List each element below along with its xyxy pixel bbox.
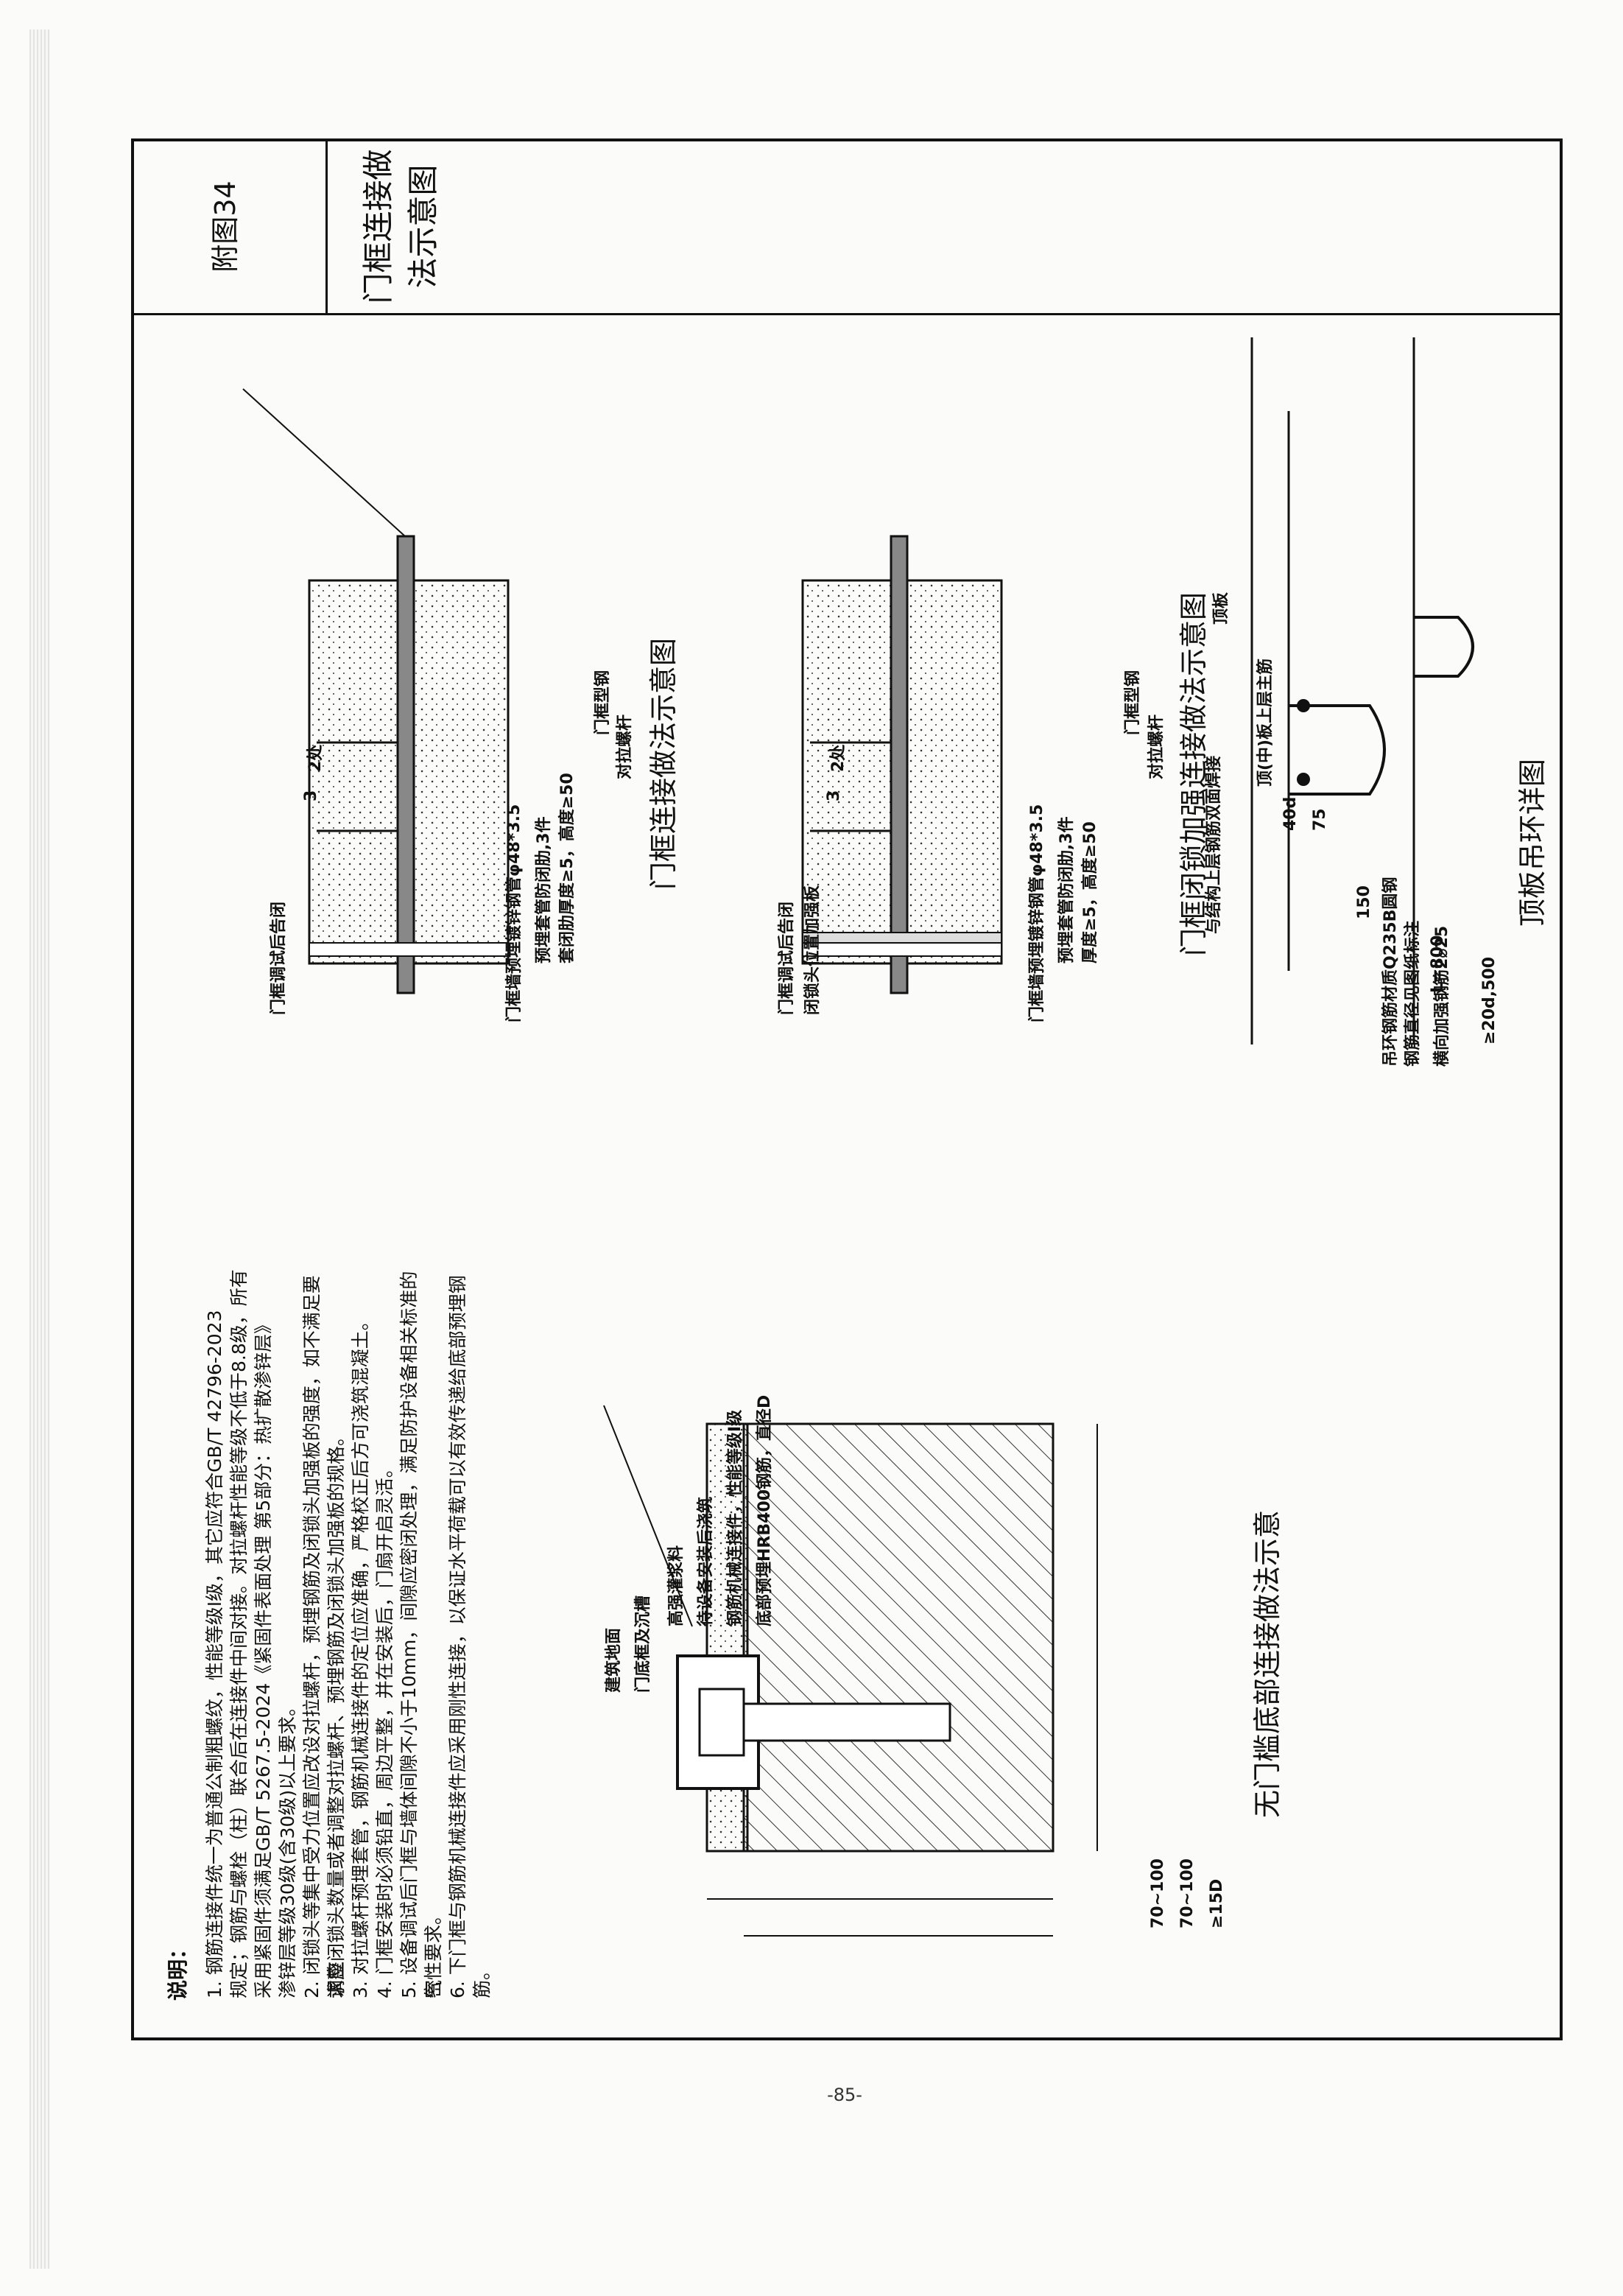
fig2-label-lock-plate: 闭锁头位置加强板 xyxy=(803,885,822,1015)
fig4-label-grout: 高强灌浆料 xyxy=(667,1545,686,1626)
fig4-label-floor: 建筑地面 xyxy=(605,1627,623,1693)
fig1-label-thickness: 套闭肋厚度≥5，高度≥50 xyxy=(558,773,577,963)
note-line: 规定；钢筋与螺栓（柱）联合后在连接件中间对接。对拉螺杆性能等级不低于8.8级，所… xyxy=(228,1269,250,1998)
fig4-dim1: 70~100 xyxy=(1149,1858,1167,1928)
fig1-weld-count: 2处 xyxy=(306,744,325,772)
fig1-title: 门框连接做法示意图 xyxy=(647,637,680,890)
fig2-drawing xyxy=(801,535,1003,994)
figure-number: 附图34 xyxy=(209,180,242,273)
fig1-drawing xyxy=(242,388,510,994)
page-number: -85- xyxy=(827,2085,862,2105)
fig3-title: 顶板吊环详图 xyxy=(1516,758,1549,927)
notes-heading: 说明： xyxy=(166,1938,190,2001)
note-line: 4. 门框安装时必须铅直，周边平整，并在安装后，门扇开启灵活。 xyxy=(374,1459,395,1998)
note-line: 3. 对拉螺杆预埋套管，钢筋机械连接件的定位应准确，严格校正后方可浇筑混凝土。 xyxy=(350,1312,371,1998)
fig3-label-main-bar: 顶(中)板上层主筋 xyxy=(1256,658,1275,787)
fig3-label-hook: 40d xyxy=(1281,796,1300,831)
drawing-sheet: 附图34 门框连接做法示意图 说明： 1. 钢筋连接件统一为普通公制粗螺纹，性能… xyxy=(133,140,1561,2039)
fig2-label-thickness: 厚度≥5，高度≥50 xyxy=(1081,821,1099,963)
fig2-weld-size: 3 xyxy=(825,790,843,801)
fig4-title: 无门槛底部连接做法示意 xyxy=(1251,1509,1284,1818)
scan-edge xyxy=(29,29,50,2269)
fig1-weld-size: 3 xyxy=(302,790,320,801)
fig1-label-tube: 门框墙预埋镀锌钢管φ48*3.5 xyxy=(505,804,524,1022)
fig4-label-bar: 底部预埋HRB400钢筋，直径D xyxy=(756,1394,774,1626)
fig3-label-diameter: 钢筋直径见图纸标注 xyxy=(1404,920,1422,1067)
fig2-weld-count: 2处 xyxy=(829,744,848,772)
fig4-drawing xyxy=(603,1405,1098,1937)
fig1-label-tie-screw: 对拉螺杆 xyxy=(616,714,634,779)
fig3-drawing xyxy=(1250,337,1474,1045)
fig2-label-tube: 门框墙预埋镀锌钢管φ48*3.5 xyxy=(1028,804,1046,1022)
title-divider xyxy=(325,140,328,313)
note-line: 6. 下门框与钢筋机械连接件应采用刚性连接，以保证水平荷载可以有效传递给底部预埋… xyxy=(447,1275,493,1998)
fig3-label-ring: 150 xyxy=(1355,885,1373,919)
fig2-label-frame-steel: 门框型钢 xyxy=(1124,670,1142,735)
fig2-label-adjust: 门框调试后告闭 xyxy=(778,901,796,1015)
note-line: 渗锌层等级30级(含30级)以上要求。 xyxy=(277,1697,298,1998)
note-line: 密性要求。 xyxy=(423,1906,444,1998)
note-line: 采用紧固件须满足GB/T 5267.5-2024《紧固件表面处理 第5部分：热扩… xyxy=(253,1315,274,1998)
fig4-dim3: ≥15D xyxy=(1208,1878,1226,1928)
sheet-title: 门框连接做法示意图 xyxy=(360,149,441,304)
fig3-label-length: L=800 xyxy=(1429,935,1447,993)
fig3-label-top-bar: 与结构上层钢筋双面焊接 xyxy=(1205,755,1223,934)
fig4-label-channel: 门底框及沉槽 xyxy=(634,1595,652,1693)
fig3-label-height: 75 xyxy=(1311,808,1329,831)
fig4-label-cast: 待设备安装后浇筑 xyxy=(697,1496,715,1626)
note-line: 1. 钢筋连接件统一为普通公制粗螺纹，性能等级Ⅰ级，其它应符合GB/T 4279… xyxy=(204,1310,225,1998)
fig1-label-adjust: 门框调试后告闭 xyxy=(270,901,288,1015)
fig3-label-anchor: ≥20d,500 xyxy=(1480,956,1499,1045)
note-line: 调整闭锁头数量或者调整对拉螺杆、预埋钢筋及闭锁头加强板的规格。 xyxy=(325,1427,347,1998)
fig2-label-tie-screw: 对拉螺杆 xyxy=(1147,714,1166,779)
title-block: 附图34 门框连接做法示意图 xyxy=(133,140,1561,315)
fig4-dim2: 70~100 xyxy=(1178,1858,1197,1928)
fig4-label-anchor: 钢筋机械连接件，性能等级Ⅰ级 xyxy=(726,1409,744,1626)
fig3-label-material: 吊环钢筋材质Q235B圆钢 xyxy=(1381,877,1400,1067)
fig1-label-embed: 预埋套管防闭肋,3件 xyxy=(535,816,553,963)
drawing-border xyxy=(131,138,1563,2040)
fig3-label-slab: 顶板 xyxy=(1212,591,1231,625)
fig2-label-embed: 预埋套管防闭肋,3件 xyxy=(1057,816,1076,963)
fig1-label-frame-steel: 门框型钢 xyxy=(594,670,612,735)
